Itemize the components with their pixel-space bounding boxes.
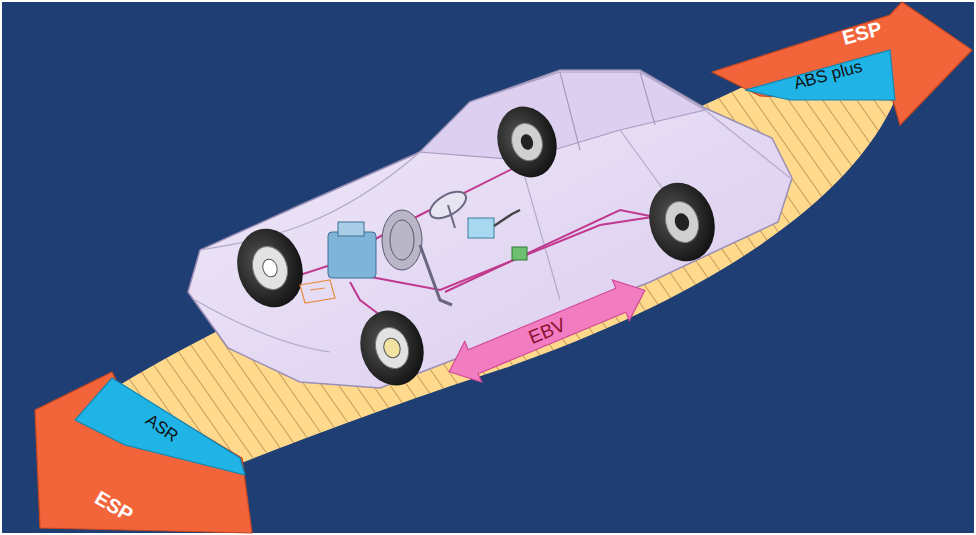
wheel	[639, 174, 725, 270]
asr-band-shape	[75, 378, 245, 475]
brake-line	[355, 145, 530, 250]
car-body	[188, 70, 792, 388]
reservoir	[338, 222, 364, 236]
wheels	[227, 99, 725, 394]
car-windows	[420, 72, 705, 160]
asr-band: ASR	[70, 372, 250, 482]
arrow-label: EBV	[526, 315, 568, 347]
sensor-rod	[494, 210, 520, 226]
wheel	[488, 99, 565, 185]
control-unit	[468, 218, 494, 238]
esp-arrow: ESPABS plus	[712, 0, 974, 130]
brake-line	[445, 210, 680, 292]
ebv-double-arrow-shape	[449, 280, 645, 382]
yaw-sensor	[512, 247, 527, 260]
wheel	[351, 302, 433, 393]
bumper-line	[195, 300, 330, 352]
car-shell	[188, 70, 792, 388]
booster-ring	[390, 220, 414, 260]
ebv-double-arrow: EBV	[440, 272, 655, 390]
brake-booster	[382, 210, 422, 270]
steering-column	[448, 205, 455, 228]
wheel	[227, 220, 313, 316]
hydraulic-unit	[328, 232, 376, 278]
esp-arrow-shape	[35, 372, 252, 533]
brake-components	[300, 186, 527, 305]
wheel-sensor-schematic	[300, 280, 335, 303]
esp-arrow-shape	[712, 2, 972, 125]
brake-pedal	[420, 245, 452, 305]
abs-plus-band: ABS plus	[740, 45, 900, 105]
abs-plus-band-shape	[745, 50, 895, 100]
esp-arrow: ESPASR	[30, 368, 258, 535]
window-pillars	[560, 72, 655, 150]
